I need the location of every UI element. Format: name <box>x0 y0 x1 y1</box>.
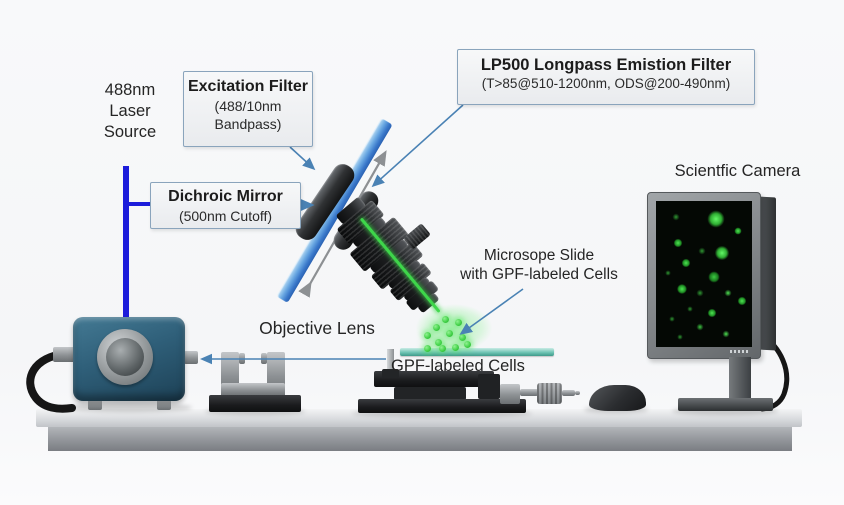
gpf-cells-label: GPF-labeled Cells <box>391 357 525 375</box>
gfp-cell-dot <box>452 344 459 351</box>
gfp-cell-dot <box>446 330 453 337</box>
micrometer-nub <box>575 391 580 395</box>
lp500-filter-title: LP500 Longpass Emistion Filter <box>480 56 732 74</box>
laser-right-connector <box>184 351 198 364</box>
gfp-cell-dot <box>455 319 462 326</box>
monitor-bezel-logo <box>730 350 748 353</box>
lp500-filter-callout: LP500 Longpass Emistion Filter (T>85@510… <box>457 49 755 105</box>
dichroic-mirror-subtitle: (500nm Cutoff) <box>178 208 273 224</box>
dichroic-mirror-callout: Dichroic Mirror (500nm Cutoff) <box>150 182 301 229</box>
microscope-slide-label-line2: with GPF-labeled Cells <box>460 266 618 283</box>
bracket-bottom <box>221 383 285 396</box>
gfp-cell-dot <box>459 334 466 341</box>
excitation-filter-sub1: (488/10nm <box>214 98 282 114</box>
gfp-cell-dot <box>464 341 471 348</box>
laser-shadow <box>68 403 192 412</box>
micrometer-knob <box>537 383 562 404</box>
bracket-base <box>209 395 301 412</box>
laser-cable <box>26 350 76 413</box>
gfp-cell-dot <box>435 339 442 346</box>
laser-foot <box>157 399 171 410</box>
computer-mouse <box>589 385 646 411</box>
laser-source-label: 488nm Laser Source <box>85 80 175 143</box>
dichroic-mirror-title: Dichroic Mirror <box>168 188 283 205</box>
bracket-right-step <box>261 353 267 364</box>
stage-riser <box>394 387 466 400</box>
excitation-filter-callout: Excitation Filter (488/10nm Bandpass) <box>183 71 313 147</box>
optical-bench-front <box>48 427 792 451</box>
slide-support-post <box>387 349 394 370</box>
microscope-slide-label-line1: Microsope Slide <box>483 247 595 264</box>
monitor-stand <box>729 357 751 401</box>
objective-lens-label: Objective Lens <box>259 318 375 338</box>
lp500-leader-arrow <box>371 104 464 188</box>
slide-support-base <box>382 369 399 378</box>
gfp-cell-dot <box>424 332 431 339</box>
lp500-filter-subtitle: (T>85@510-1200nm, ODS@200-490nm) <box>481 76 731 91</box>
gfp-cell-dot <box>424 345 431 352</box>
gfp-cell-dot <box>439 345 446 352</box>
scientific-camera-label: Scientfic Camera <box>674 162 801 180</box>
micrometer-shaft <box>520 389 538 396</box>
stage-side-block <box>478 374 500 399</box>
excitation-filter-title: Excitation Filter <box>187 78 309 95</box>
monitor-base <box>678 398 773 411</box>
monitor-shadow <box>672 407 778 415</box>
laser-source-label-line2: Laser <box>109 102 151 120</box>
excitation-leader-arrow <box>289 146 316 171</box>
stage-top-plate <box>374 371 494 387</box>
micrometer-mount <box>500 384 520 404</box>
laser-aperture-core <box>106 338 144 376</box>
excitation-filter-sub2: Bandpass) <box>214 116 282 132</box>
micrometer-tip <box>562 390 575 396</box>
stage-shadow <box>352 410 532 417</box>
laser-source-label-line1: 488nm <box>104 81 156 99</box>
laser-foot <box>88 399 102 410</box>
optical-bench-top <box>36 409 802 427</box>
monitor-side-panel <box>759 196 776 351</box>
microscope-slide-label: Microsope Slide with GPF-labeled Cells <box>450 246 628 284</box>
gfp-cell-dot <box>442 316 449 323</box>
laser-source-label-line3: Source <box>103 123 157 141</box>
monitor-screen-fluorescence-image <box>656 201 752 347</box>
bracket-left-step <box>239 353 245 364</box>
laser-left-connector <box>53 347 75 362</box>
stage-base <box>358 399 526 413</box>
gfp-cell-dot <box>433 324 440 331</box>
